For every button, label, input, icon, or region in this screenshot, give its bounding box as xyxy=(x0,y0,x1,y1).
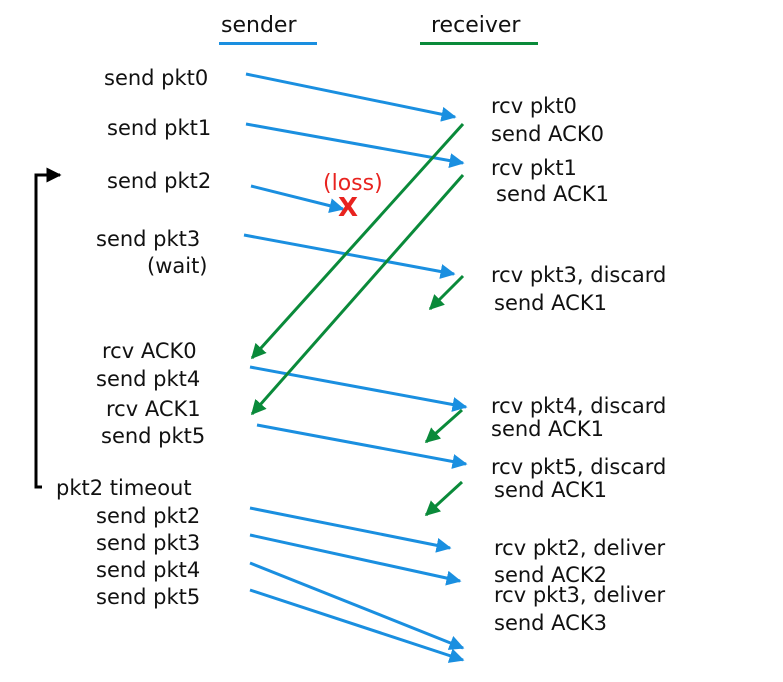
sender-event: rcv ACK1 xyxy=(106,397,201,421)
sender-event: rcv ACK0 xyxy=(102,339,197,363)
pkt2-lost-arrow xyxy=(250,184,345,214)
receiver-event: send ACK3 xyxy=(494,611,607,635)
sender-event: send pkt4 xyxy=(96,367,201,391)
ack0-arrow xyxy=(250,122,465,360)
sender-event: send pkt0 xyxy=(104,66,209,90)
sender-event: send pkt5 xyxy=(96,585,201,609)
pkt5-resend-arrow xyxy=(249,588,465,663)
receiver-event: send ACK0 xyxy=(491,122,604,146)
pkt5-arrow xyxy=(256,423,468,469)
pkt2-resend-arrow xyxy=(249,506,452,553)
pkt3-resend-arrow xyxy=(249,533,462,586)
ack1-dup-arrow-1 xyxy=(428,274,465,311)
receiver-event: rcv pkt3, deliver xyxy=(494,583,666,607)
pkt4-resend-arrow xyxy=(249,561,465,650)
receiver-event: rcv pkt0 xyxy=(491,94,577,118)
sender-event: send pkt1 xyxy=(107,116,212,140)
receiver-event: send ACK1 xyxy=(491,417,604,441)
receiver-event: rcv pkt2, deliver xyxy=(494,536,666,560)
sender-event: send pkt4 xyxy=(96,558,201,582)
receiver-event: send ACK1 xyxy=(496,182,609,206)
sender-event: send pkt3 xyxy=(96,531,201,555)
sender-header-underline xyxy=(219,42,317,45)
sender-event: pkt2 timeout xyxy=(56,476,192,500)
pkt3-arrow xyxy=(243,233,456,279)
receiver-event: send ACK1 xyxy=(494,478,607,502)
receiver-event: send ACK2 xyxy=(494,563,607,587)
loss-x-icon: X xyxy=(338,193,359,223)
receiver-header: receiver xyxy=(431,13,521,38)
receiver-event: rcv pkt4, discard xyxy=(491,394,667,418)
receiver-header-underline xyxy=(420,42,538,45)
sender-event: send pkt3 xyxy=(96,227,201,251)
ack1-dup-arrow-2 xyxy=(424,408,463,444)
pkt0-arrow xyxy=(245,72,457,122)
ack1-arrow xyxy=(250,174,465,416)
loss-label: (loss) xyxy=(323,171,383,196)
ack1-dup-arrow-3 xyxy=(424,480,464,517)
sender-event: send pkt2 xyxy=(96,504,201,528)
sender-header: sender xyxy=(221,13,297,38)
receiver-event: rcv pkt3, discard xyxy=(491,263,667,287)
sender-event: (wait) xyxy=(147,254,208,278)
sender-event: send pkt2 xyxy=(107,169,212,193)
sender-event: send pkt5 xyxy=(101,424,206,448)
pkt1-arrow xyxy=(245,122,465,168)
timeout-bracket xyxy=(34,167,62,489)
pkt4-arrow xyxy=(249,365,468,412)
receiver-event: send ACK1 xyxy=(494,291,607,315)
receiver-event: rcv pkt5, discard xyxy=(491,455,667,479)
receiver-event: rcv pkt1 xyxy=(491,156,577,180)
